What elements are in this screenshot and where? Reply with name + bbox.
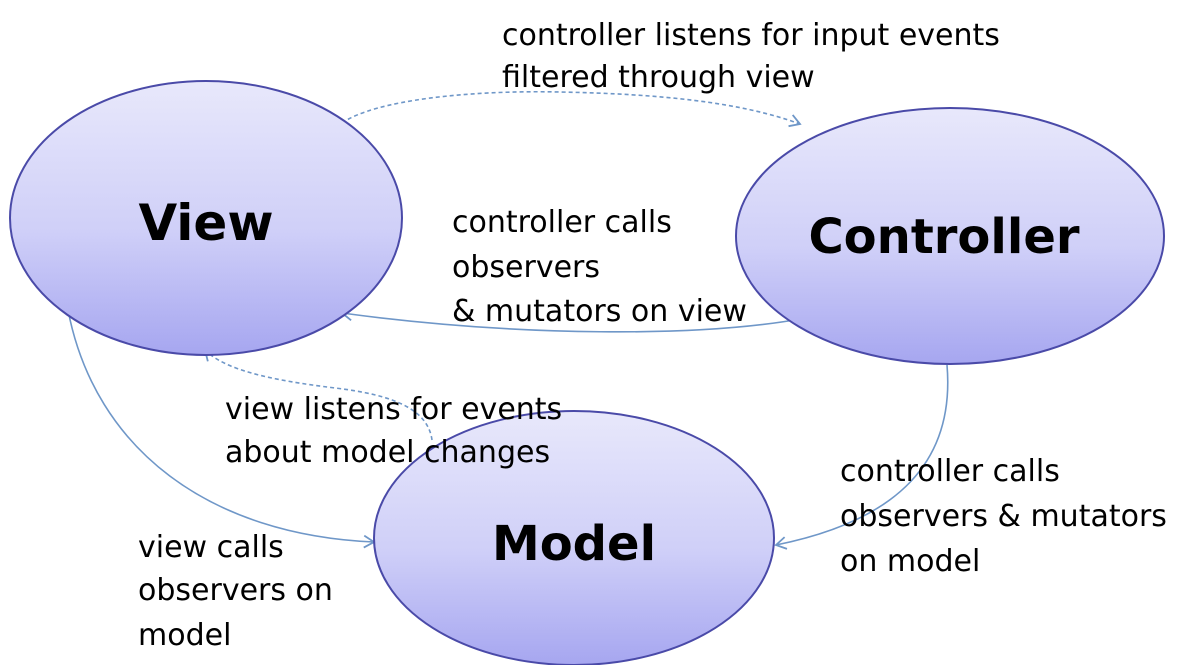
model-label: Model — [492, 516, 656, 572]
edge-view-listens-model-arrow — [203, 348, 433, 441]
label-controller-calls-view-line-1: controller calls — [452, 205, 672, 240]
label-view-calls-model-line-3: model — [138, 618, 231, 653]
label-controller-calls-model-line-3: on model — [840, 544, 980, 579]
label-controller-listens-line-1: controller listens for input events — [502, 18, 1000, 53]
label-controller-listens: controller listens for input events filt… — [502, 18, 1000, 95]
controller-ellipse — [735, 107, 1165, 365]
edge-view-calls-model-arrow — [67, 309, 376, 549]
label-controller-calls-model-line-1: controller calls — [840, 454, 1060, 489]
label-view-listens-model: view listens for events about model chan… — [225, 392, 562, 470]
label-view-listens-model-line-1: view listens for events — [225, 392, 562, 427]
edge-controller-calls-view-arrow — [340, 307, 801, 333]
view-ellipse — [9, 80, 403, 356]
label-view-calls-model-line-2: observers on — [138, 573, 333, 608]
label-controller-calls-model-line-2: observers & mutators — [840, 499, 1167, 534]
label-controller-listens-line-2: filtered through view — [502, 60, 815, 95]
edge-controller-calls-model-arrow — [774, 364, 949, 550]
label-controller-calls-model: controller calls observers & mutators on… — [840, 454, 1167, 579]
model-ellipse — [373, 410, 775, 665]
node-model: Model — [373, 410, 775, 665]
label-controller-calls-view-line-3: & mutators on view — [452, 294, 747, 329]
label-view-calls-model: view calls observers on model — [138, 530, 333, 653]
view-label: View — [138, 194, 273, 252]
label-view-listens-model-line-2: about model changes — [225, 435, 550, 470]
node-controller: Controller — [735, 107, 1165, 365]
label-controller-calls-view-line-2: observers — [452, 250, 600, 285]
controller-label: Controller — [808, 209, 1079, 265]
label-controller-calls-view: controller calls observers & mutators on… — [452, 205, 747, 329]
edge-controller-listens-arrow — [341, 90, 802, 128]
node-view: View — [9, 80, 403, 356]
label-view-calls-model-line-1: view calls — [138, 530, 284, 565]
